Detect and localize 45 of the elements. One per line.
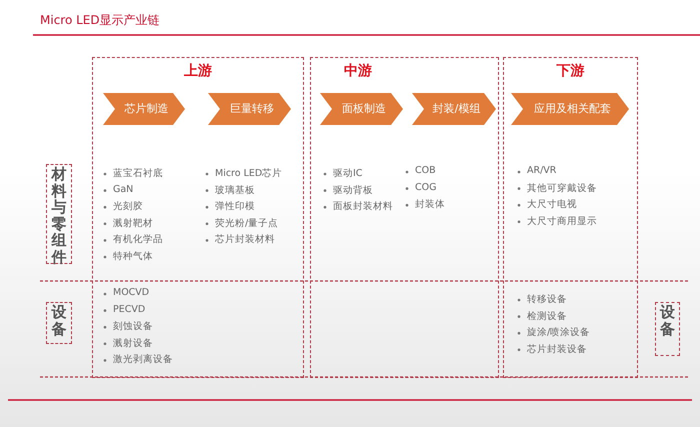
list-item: 芯片封装材料 <box>215 233 275 246</box>
list-item: AR/VR <box>527 165 556 176</box>
list-item: 封装体 <box>415 198 445 212</box>
stage-heading: 上游 <box>184 62 212 80</box>
list-item: 大尺寸电视 <box>527 198 577 212</box>
title: Micro LED显示产业链 <box>40 12 160 29</box>
process-step: 芯片制造 <box>102 92 184 124</box>
list-item: 弹性印模 <box>215 200 255 214</box>
list-item: 溅射设备 <box>113 336 153 350</box>
list-item: 检测设备 <box>527 310 567 323</box>
stage-heading: 中游 <box>344 62 372 80</box>
list-item: 面板封装材料 <box>333 200 393 214</box>
list-item: COG <box>415 182 436 193</box>
list-item: 荧光粉/量子点 <box>215 216 278 230</box>
list-item: 光刻胶 <box>113 200 143 214</box>
row-label: 材料与零组件 <box>46 164 72 264</box>
list-item: Micro LED芯片 <box>215 167 282 180</box>
list-item: PECVD <box>113 304 146 315</box>
list-item: 旋涂/喷涂设备 <box>527 326 590 340</box>
stage-box <box>92 57 304 378</box>
list-item: 溅射靶材 <box>113 216 153 230</box>
list-item: 特种气体 <box>113 250 153 263</box>
list-item: 转移设备 <box>527 293 567 306</box>
row-label: 设备 <box>655 302 680 356</box>
stage-box <box>310 57 499 378</box>
list-item: 芯片封装设备 <box>527 342 587 356</box>
list-item: 驱动背板 <box>333 184 373 197</box>
list-item: 有机化学品 <box>113 233 163 246</box>
stage-box <box>503 57 638 378</box>
process-step: 应用及相关配套 <box>510 92 628 124</box>
process-step: 封装/模组 <box>412 92 496 124</box>
list-item: 其他可穿戴设备 <box>527 182 597 195</box>
list-item: 刻蚀设备 <box>113 320 153 334</box>
list-item: 蓝宝石衬底 <box>113 167 163 180</box>
list-item: 玻璃基板 <box>215 184 255 197</box>
process-step: 巨量转移 <box>208 92 290 124</box>
list-item: COB <box>415 165 436 176</box>
stage-heading: 下游 <box>556 62 584 80</box>
list-item: 驱动IC <box>333 167 362 180</box>
list-item: GaN <box>113 184 134 195</box>
list-item: 激光剥离设备 <box>113 353 173 366</box>
list-item: MOCVD <box>113 287 150 298</box>
row-label: 设备 <box>46 302 72 344</box>
list-item: 大尺寸商用显示 <box>527 214 597 228</box>
process-step: 面板制造 <box>320 92 402 124</box>
